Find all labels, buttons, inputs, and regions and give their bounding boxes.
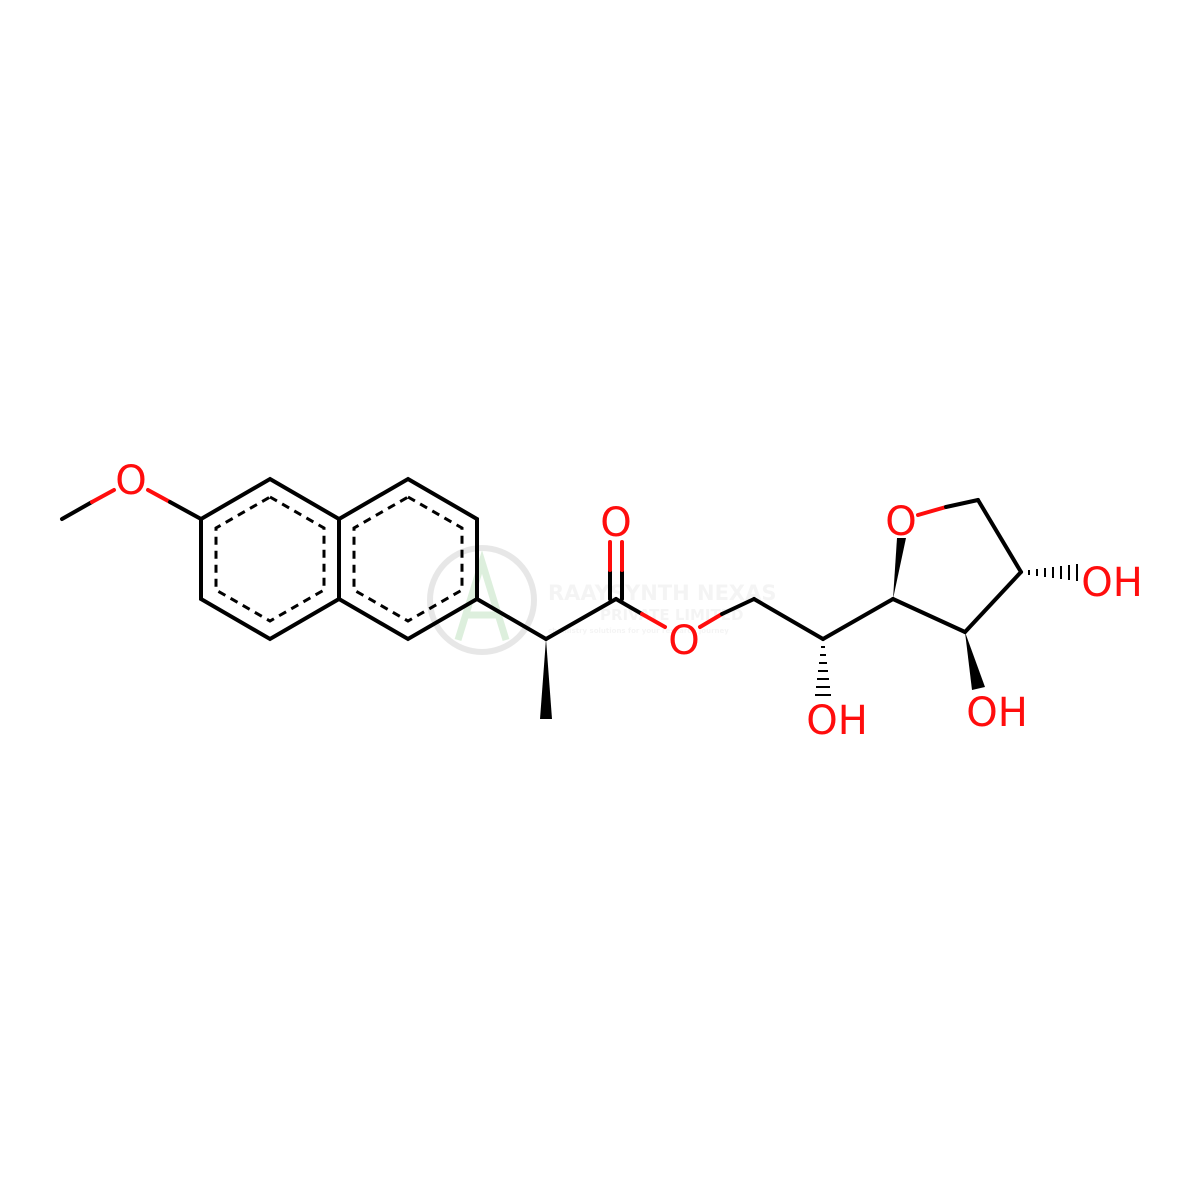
wedge-ring-o (893, 538, 906, 599)
naphthalene-ring-right (337, 476, 479, 642)
hash-bond-chain-oh (815, 646, 831, 696)
bond-oester-ch2 (720, 597, 756, 616)
bond-o-naphthyl (168, 500, 203, 521)
atom-o-ester: O (668, 618, 699, 664)
wedge-ring-oh-lower (965, 632, 985, 690)
bond-carbonyl-oester (614, 597, 644, 616)
bond-oring-ch2 (944, 498, 980, 509)
bond-methyl-o (60, 500, 94, 521)
bond-ch2-choh-right (976, 498, 1023, 574)
bond-carbonyl-oester-red (640, 612, 667, 629)
hash-bond-ring-oh-right (1028, 564, 1078, 581)
naphthalene-ring-left (199, 476, 341, 642)
atom-oh-ring-lower: OH (966, 690, 1028, 736)
naphthalene-aromatic-left (214, 495, 326, 623)
bond-choh-ring (821, 597, 895, 641)
bond-lower-ring-carbon (891, 597, 967, 634)
watermark-logo-circle (427, 545, 537, 655)
bond-methyl-o-red (90, 488, 116, 504)
watermark-logo-mark (454, 550, 510, 642)
watermark: RAAYSYNTH NEXAS PRIVATE LIMITED chemistr… (427, 545, 776, 655)
bond-oester-ch2-red (698, 612, 724, 629)
atom-oh-chain: OH (806, 698, 868, 744)
watermark-company: RAAYSYNTH NEXAS (548, 581, 776, 605)
bond-ch-carbonyl (544, 597, 618, 641)
watermark-tagline: chemistry solutions for your research jo… (548, 627, 729, 635)
naphthalene-aromatic-right (352, 495, 464, 623)
bond-oring-ch2-red (916, 505, 948, 517)
atom-o-methoxy: O (115, 458, 146, 504)
bond-ch2-choh (752, 597, 825, 641)
atom-oh-ring-right: OH (1081, 560, 1143, 606)
wedge-methyl (540, 639, 552, 719)
bond-aryl-ch (475, 597, 548, 641)
atom-o-ring: O (885, 499, 916, 545)
bond-o-ring-red (146, 488, 172, 504)
bond-choh-right-lower (963, 570, 1023, 634)
atom-o-carbonyl: O (600, 500, 631, 546)
